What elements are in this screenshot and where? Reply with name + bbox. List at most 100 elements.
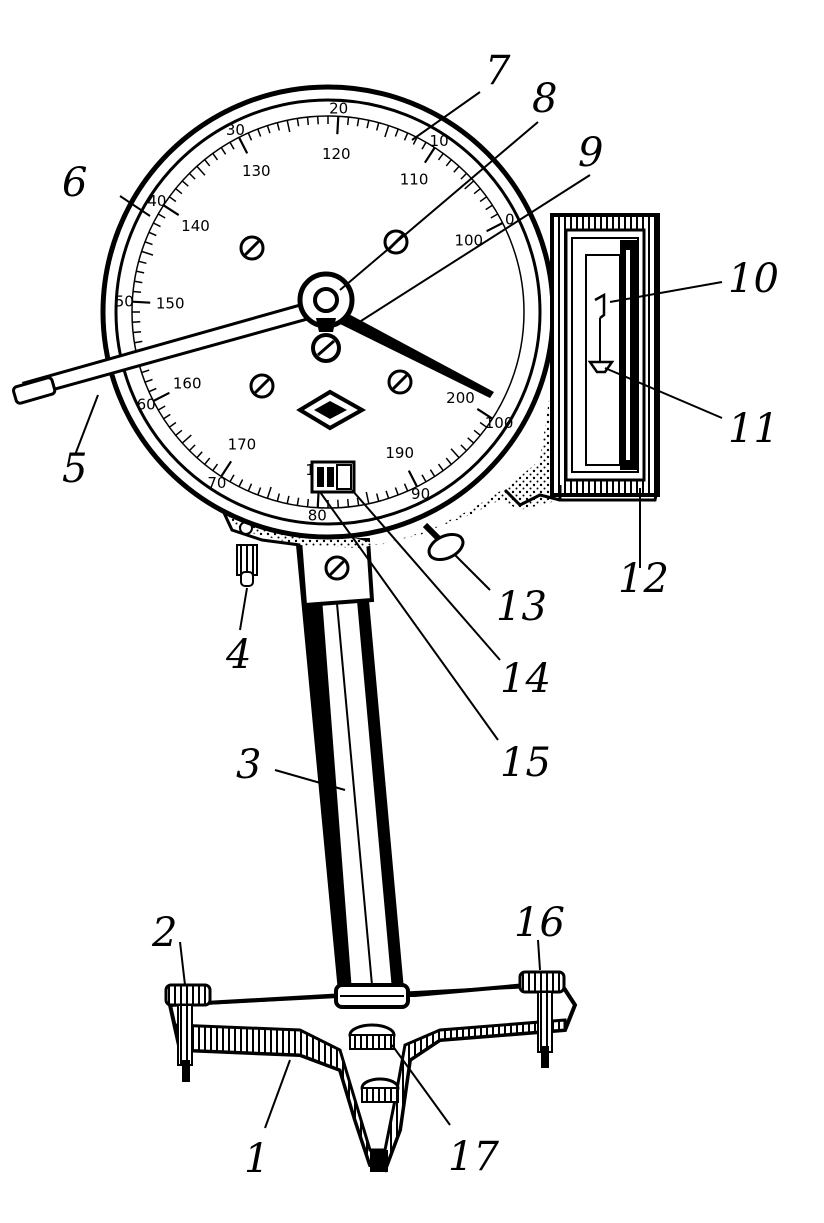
callout-4: 4 [225,632,251,678]
scale-tick [247,483,253,492]
scale-tick [375,493,380,502]
scale-tick [346,498,350,507]
scale-tick [453,165,460,173]
scale-tick [132,300,151,304]
scale-tick [133,330,142,334]
callout-numbers: 7 8 9 6 10 11 5 12 13 4 14 15 3 2 16 1 1… [62,48,779,1182]
scale-tick [196,165,206,176]
scale-tick [384,125,390,138]
scale-label: 120 [322,145,351,163]
scale-tick [163,413,171,420]
callout-13: 13 [496,584,547,630]
scale-tick [257,128,262,137]
scale-tick [460,444,468,452]
scale-tick [141,369,150,374]
scale-tick [423,147,436,164]
scale-tick [403,483,409,492]
scale-tick [375,122,380,131]
scale-tick [437,152,444,161]
scale-label: 90 [411,485,430,503]
scale-tick [306,498,310,507]
scale-tick [266,486,272,499]
scale-tick [429,469,436,477]
maker-logo [296,389,367,431]
scale-tick [421,141,427,150]
scale-tick [437,463,444,472]
scale-tick [385,490,390,499]
scale-tick [479,421,488,428]
scale-tick [445,159,452,167]
callout-16: 16 [514,900,565,946]
indicator-window [310,460,356,494]
scale-tick [394,128,399,137]
callout-14: 14 [500,656,551,702]
scale-tick [257,487,262,496]
face-screw-1 [239,235,265,261]
callout-8: 8 [532,76,557,122]
scale-label: 110 [400,171,429,189]
scale-tick [286,120,291,133]
scale-label: 100 [454,231,483,249]
scale-label: 10 [430,132,449,150]
scale-tick [276,122,281,131]
scale-tick [486,222,504,233]
scale-label: 190 [385,444,414,462]
side-case [550,213,660,502]
scale-tick [181,180,189,187]
scale-tick [276,493,281,502]
scale-tick [144,378,153,383]
scale-tick [134,340,143,344]
scale-tick [157,405,166,411]
scale-tick [204,457,211,465]
scale-tick [296,118,300,127]
scale-tick [141,250,154,256]
scale-tick [138,260,147,265]
scale-tick [247,132,253,141]
leveling-screw-left [164,983,212,1082]
callout-11: 11 [728,406,779,452]
scale-label: 80 [308,507,327,525]
support-column [295,538,410,1009]
leveling-screw-right [518,970,566,1068]
scale-tick [485,204,493,211]
central-hub [297,271,355,363]
scale-tick [144,241,153,246]
scale-zero-label: 0 [505,210,515,228]
callout-17: 17 [448,1134,499,1180]
face-screw-4 [387,369,413,395]
scale-tick [181,434,192,444]
scale-label: 60 [137,396,156,414]
scale-tick [473,429,481,436]
scale-tick [296,497,300,506]
scale-tick [460,172,468,180]
scale-tick [403,132,409,141]
scale-tick [473,188,481,195]
scale-tick [316,116,319,125]
scale-label: 170 [228,436,257,454]
leveling-screw-front [360,1077,400,1103]
scale-tick [286,495,290,504]
scale-tick [212,152,219,161]
scale-tick [238,136,249,154]
scale-tick [306,117,310,126]
callout-10: 10 [728,256,779,302]
scale-tick [136,270,145,274]
callout-5: 5 [62,446,87,492]
scale-tick [188,172,196,180]
scale-tick [421,474,427,483]
callout-3: 3 [236,742,261,788]
scale-label: 150 [156,295,185,313]
scale-tick [175,188,183,195]
scale-tick [365,491,370,504]
callout-2: 2 [151,910,177,956]
scale-ticks [132,116,504,508]
scale-tick [490,213,499,219]
scale-label: 30 [226,121,245,139]
scale-tick [148,387,157,393]
scale-tick [132,321,141,324]
scale-tick [464,180,475,190]
scale-label: 100 [485,414,514,432]
scale-tick [336,116,340,135]
